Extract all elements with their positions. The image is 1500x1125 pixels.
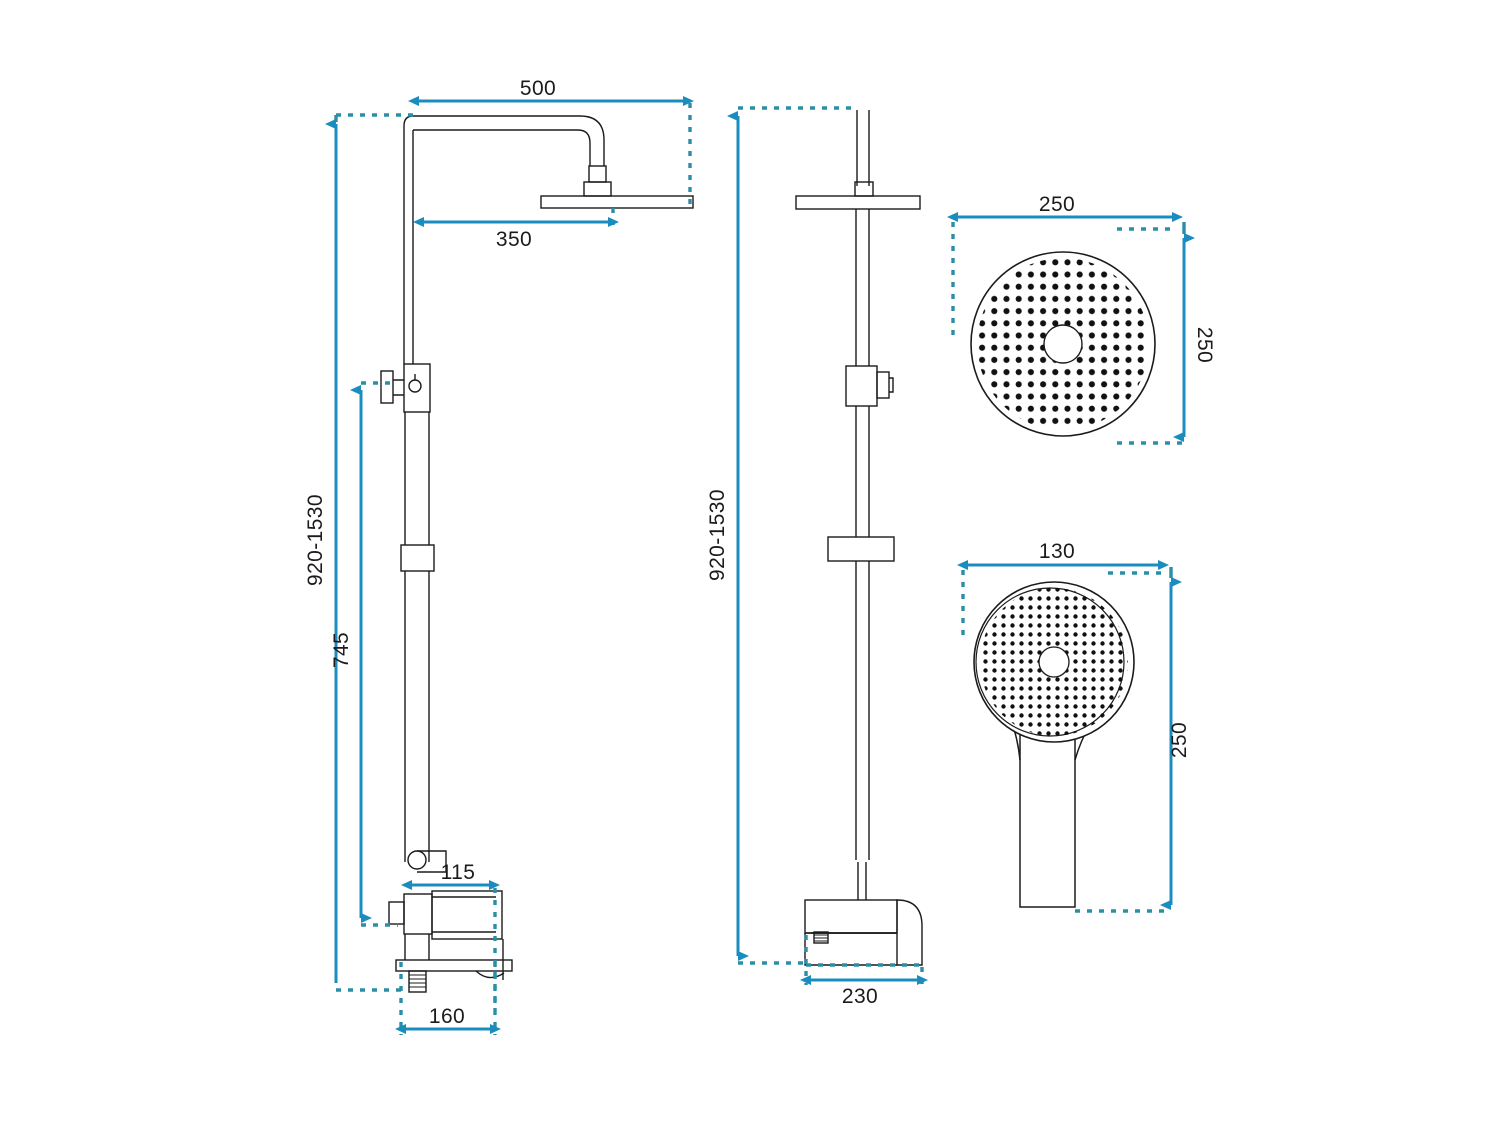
dim-label-hand-250: 250 [1168, 722, 1191, 758]
dim-label-920-1530-front: 920-1530 [304, 494, 327, 586]
dim-label-745: 745 [330, 632, 353, 668]
dim-label-230: 230 [842, 985, 878, 1008]
hand-shower-handle [1019, 727, 1076, 908]
side-riser-top [856, 110, 870, 186]
dim-label-160: 160 [429, 1005, 465, 1028]
rain-head-view [950, 230, 1180, 460]
rain-head-plate [540, 195, 694, 209]
riser-lower-tail [404, 934, 430, 960]
mixer-main-body [431, 890, 503, 940]
riser-slider-block [400, 544, 435, 572]
side-diverter-knob [876, 371, 890, 399]
dim-230-group: 230 [800, 935, 928, 1008]
hand-shower-view [955, 565, 1155, 908]
side-outlet-thread [814, 934, 828, 942]
shelf-lip [475, 970, 505, 979]
diverter-stem [393, 379, 404, 396]
dim-label-115: 115 [441, 861, 476, 884]
rain-head-center-hole [1043, 324, 1083, 364]
side-riser-lower [855, 561, 870, 860]
shelf-plate [395, 959, 513, 972]
side-rain-head-plate [795, 195, 921, 210]
diverter-body [403, 363, 431, 413]
dim-label-hand-130: 130 [1039, 540, 1075, 563]
dim-115-group: 115 [401, 861, 500, 1010]
side-diverter-knob-tip [889, 377, 894, 393]
inlet-nipple [408, 970, 427, 993]
dim-745-group: 745 [330, 381, 398, 927]
dim-350-group: 350 [413, 208, 619, 251]
side-riser-upper [855, 209, 870, 366]
mixer-body-lines [432, 896, 496, 933]
mixer-side-cap [388, 901, 405, 925]
dim-label-rain-250-w: 250 [1039, 193, 1075, 216]
side-hose-lines [857, 862, 867, 900]
dim-hand-130-group: 130 [957, 540, 1169, 638]
shower-arm-inner [413, 129, 591, 166]
dim-label-920-1530-side: 920-1530 [706, 489, 729, 581]
dim-500-group: 500 [334, 77, 694, 208]
hose-outlet-arm [417, 850, 447, 873]
side-view [795, 110, 923, 966]
dim-label-500: 500 [520, 77, 556, 100]
riser-mid-a [404, 412, 430, 545]
dim-920-1530-side-group: 920-1530 [706, 106, 856, 965]
dim-hand-250-group: 250 [1075, 567, 1191, 913]
dim-rain-250-w-group: 250 [947, 193, 1183, 342]
hand-shower-center-hole [1038, 646, 1070, 678]
side-mixer-handle [896, 899, 923, 966]
riser-mid-b [404, 571, 430, 862]
dim-160-group: 160 [395, 962, 501, 1035]
dim-label-350: 350 [496, 228, 532, 251]
inlet-thread-lines [409, 974, 426, 988]
side-slider-block [827, 536, 895, 562]
dim-920-1530-front-group: 920-1530 [304, 119, 404, 992]
side-riser-mid [855, 406, 870, 537]
diverter-knob-plate [380, 370, 394, 404]
dim-label-rain-250-h: 250 [1193, 327, 1216, 363]
shower-arm-outer [413, 115, 605, 166]
dim-rain-250-h-group: 250 [1117, 222, 1216, 445]
